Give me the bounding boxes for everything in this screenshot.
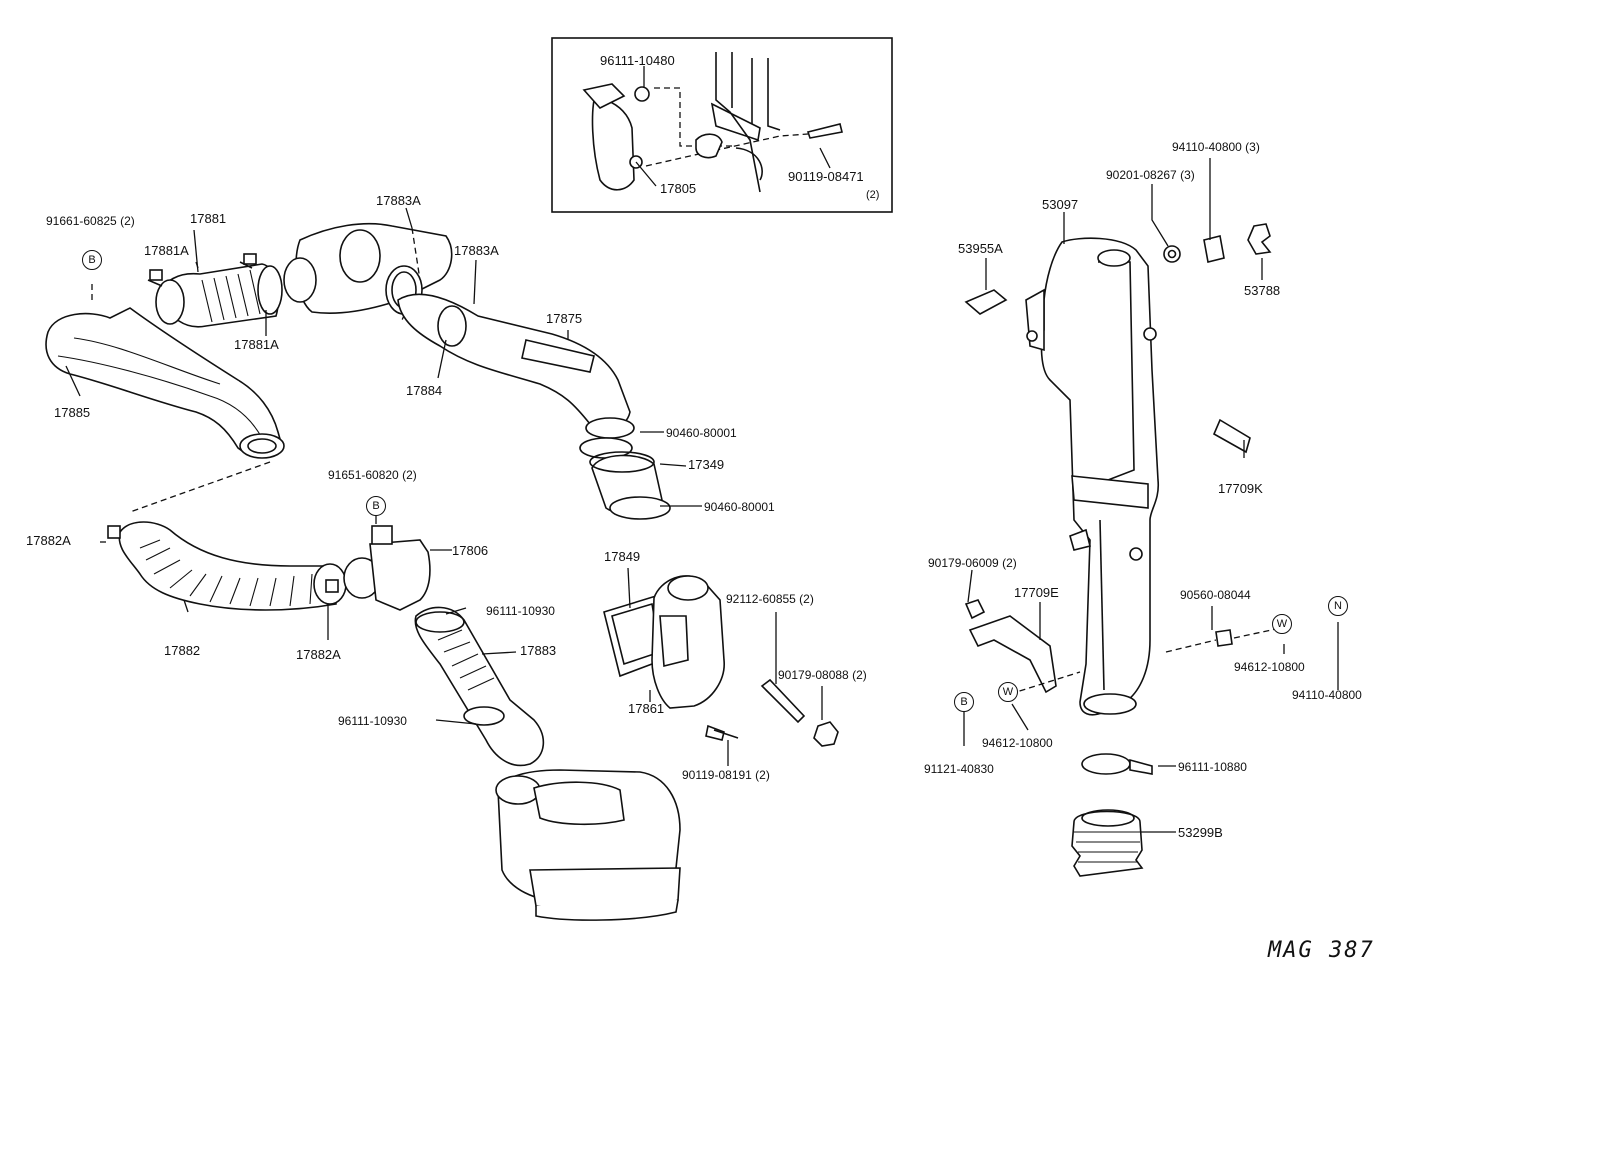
label-90179-08088: 90179-08088 (2): [778, 668, 867, 682]
label-94110-40800-right: 94110-40800: [1292, 688, 1362, 702]
label-94612-10800-right: 94612-10800: [1234, 660, 1305, 674]
label-17882A-bottom: 17882A: [296, 647, 341, 662]
pipe-17884: [397, 293, 631, 431]
hose-17882: [118, 521, 337, 611]
label-17883A-right: 17883A: [454, 243, 499, 258]
label-94110-40800-top: 94110-40800 (3): [1172, 140, 1260, 154]
marker-w-right: W: [1272, 614, 1292, 634]
label-53955A: 53955A: [958, 241, 1003, 256]
label-17881: 17881: [190, 211, 227, 226]
label-90119-08471: 90119-08471: [788, 169, 864, 184]
label-17881A-top: 17881A: [144, 243, 189, 258]
label-91121-40830: 91121-40830: [924, 762, 994, 776]
label-94612-10800-left: 94612-10800: [982, 736, 1053, 750]
label-17882: 17882: [164, 643, 201, 658]
bracket-17806: [369, 539, 431, 611]
label-90460-80001-b: 90460-80001: [704, 500, 775, 514]
label-53788: 53788: [1244, 283, 1281, 298]
marker-w-left: W: [998, 682, 1018, 702]
label-90460-80001-a: 90460-80001: [666, 426, 737, 440]
marker-b-91661: B: [82, 250, 102, 270]
duct-53097: [1040, 237, 1160, 716]
duct-17885: [45, 307, 283, 457]
reference-code: MAG 387: [1268, 938, 1375, 963]
inset-sensor: [591, 90, 635, 191]
label-90119-08191: 90119-08191 (2): [682, 768, 770, 782]
label-53299B: 53299B: [1178, 825, 1223, 840]
label-17884: 17884: [406, 383, 443, 398]
label-17883A-top: 17883A: [376, 193, 421, 208]
label-17806: 17806: [452, 543, 489, 558]
label-91651-60820: 91651-60820 (2): [328, 468, 417, 482]
label-96111-10930-b: 96111-10930: [338, 714, 407, 728]
label-17709E: 17709E: [1014, 585, 1059, 600]
label-90119-08471-qty: (2): [866, 189, 880, 201]
label-17882A-left: 17882A: [26, 533, 71, 548]
label-96111-10930-a: 96111-10930: [486, 604, 555, 618]
label-17883: 17883: [520, 643, 557, 658]
label-17709K: 17709K: [1218, 481, 1263, 496]
inset-box: [551, 37, 893, 213]
label-92112-60855: 92112-60855 (2): [726, 592, 814, 606]
label-17805: 17805: [660, 181, 697, 196]
marker-b-91651: B: [366, 496, 386, 516]
label-90201-08267: 90201-08267 (3): [1106, 168, 1195, 182]
label-17881A-bottom: 17881A: [234, 337, 279, 352]
label-96111-10480: 96111-10480: [600, 53, 675, 68]
label-17861: 17861: [628, 701, 665, 716]
label-17885: 17885: [54, 405, 91, 420]
label-91661-60825: 91661-60825 (2): [46, 214, 135, 228]
label-90560-08044: 90560-08044: [1180, 588, 1251, 602]
label-17349: 17349: [688, 457, 725, 472]
label-17875: 17875: [546, 311, 583, 326]
bracket-17709E: [968, 615, 1057, 694]
label-96111-10880: 96111-10880: [1178, 760, 1247, 774]
marker-n: N: [1328, 596, 1348, 616]
label-53097: 53097: [1042, 197, 1079, 212]
marker-b-91121: B: [954, 692, 974, 712]
label-17849: 17849: [604, 549, 641, 564]
label-90179-06009: 90179-06009 (2): [928, 556, 1017, 570]
